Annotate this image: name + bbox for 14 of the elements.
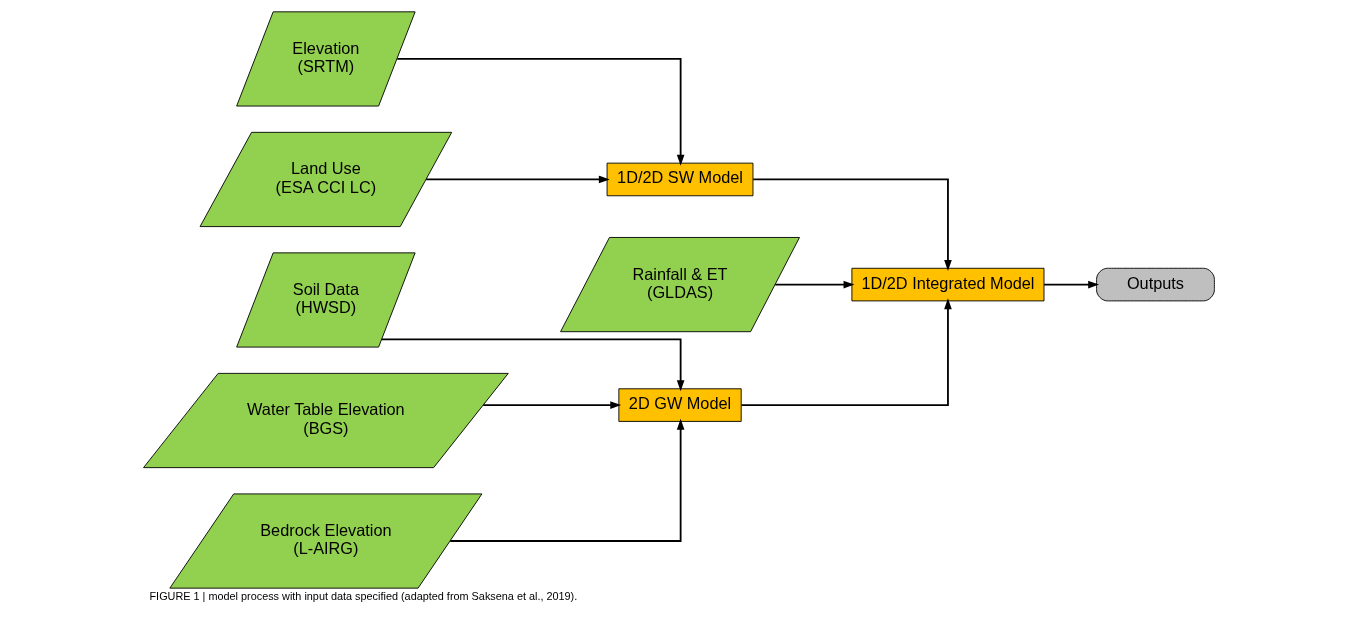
node-box: 1D/2D Integrated Model — [850, 267, 1044, 302]
arrow — [448, 418, 684, 542]
caption: FIGURE 1 | model process with input data specified (adapted from Saksena et al., 2019). — [148, 590, 577, 603]
arrow — [380, 338, 684, 392]
arrow — [773, 280, 854, 289]
node-box: 1D/2D SW Model — [606, 162, 753, 197]
arrow — [751, 178, 952, 271]
arrow — [424, 175, 610, 184]
arrow — [395, 58, 684, 166]
arrow — [1042, 280, 1099, 289]
arrow — [481, 401, 621, 409]
arrow — [740, 298, 952, 406]
node-box: Outputs — [1095, 267, 1215, 302]
node-box: 2D GW Model — [617, 388, 742, 422]
